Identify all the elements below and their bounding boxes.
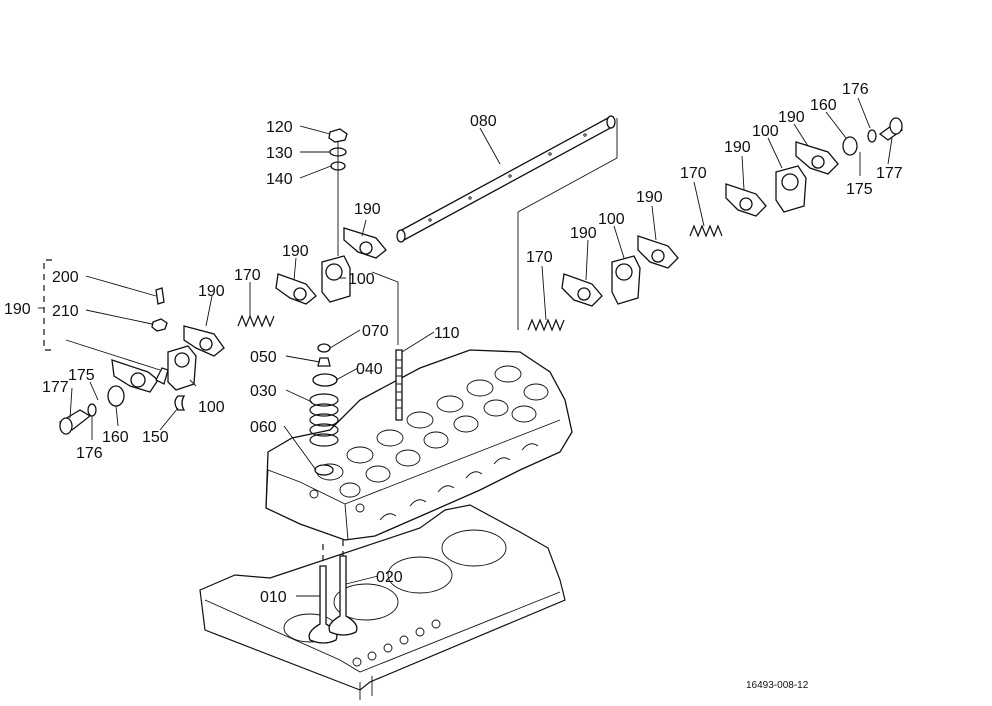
label-050: 050 (250, 349, 277, 366)
label-080: 080 (470, 113, 497, 130)
label-020: 020 (376, 569, 403, 586)
label-175-left: 175 (68, 367, 95, 384)
rocker-arm-right-3 (725, 183, 767, 217)
valve-spring-030 (309, 393, 339, 447)
rocker-arm-right-4 (795, 141, 839, 175)
label-170-right2: 170 (680, 165, 707, 182)
spring-pin-150 (174, 395, 186, 411)
assembly-guide-line (517, 118, 618, 330)
label-210: 210 (52, 303, 79, 320)
valve-guide-line (322, 540, 344, 566)
washer-160-right (842, 136, 858, 156)
assembly-guide-line (371, 271, 399, 345)
label-190-left2: 190 (198, 283, 225, 300)
cylinder-head (265, 349, 573, 541)
label-030: 030 (250, 383, 277, 400)
label-170-right1: 170 (526, 249, 553, 266)
label-190-left3: 190 (282, 243, 309, 260)
rocker-shaft (396, 115, 616, 243)
label-010: 010 (260, 589, 287, 606)
spring-seat-060 (314, 464, 334, 476)
label-130: 130 (266, 145, 293, 162)
valve-020 (328, 555, 358, 636)
rocker-bracket-right-2 (775, 165, 807, 213)
label-160-left: 160 (102, 429, 129, 446)
label-190-right3: 190 (724, 139, 751, 156)
washer-160-left (107, 385, 125, 407)
bolt-177-left (58, 409, 92, 435)
label-176-left: 176 (76, 445, 103, 462)
label-190-center: 190 (354, 201, 381, 218)
spring-right-1 (527, 318, 565, 332)
label-190-right2: 190 (636, 189, 663, 206)
label-190-group: 190 (4, 301, 31, 318)
label-120: 120 (266, 119, 293, 136)
washer-176-left (87, 403, 97, 417)
label-200: 200 (52, 269, 79, 286)
drawing-reference: 16493-008-12 (746, 680, 809, 691)
label-150: 150 (142, 429, 169, 446)
assembly-guide-line (65, 339, 161, 371)
spring-retainer-040 (312, 373, 338, 387)
label-140: 140 (266, 171, 293, 188)
label-190-right1: 190 (570, 225, 597, 242)
lock-nut-210 (151, 318, 168, 332)
rocker-bracket-left (167, 345, 197, 391)
label-100-right2: 100 (752, 123, 779, 140)
rocker-bracket-right-1 (611, 255, 641, 305)
leader-lines (38, 97, 893, 597)
rocker-bracket-center (321, 255, 351, 303)
label-160-right: 160 (810, 97, 837, 114)
label-175-right: 175 (846, 181, 873, 198)
label-110: 110 (434, 325, 460, 342)
label-177-left: 177 (42, 379, 69, 396)
label-177-right: 177 (876, 165, 903, 182)
assembly-group-bracket (43, 259, 52, 351)
label-040: 040 (356, 361, 383, 378)
label-100-center: 100 (348, 271, 375, 288)
rocker-arm-left-3 (275, 273, 317, 305)
bolt-177-right (878, 117, 904, 141)
label-170-left: 170 (234, 267, 261, 284)
label-190-right4: 190 (778, 109, 805, 126)
label-100-left: 100 (198, 399, 225, 416)
rocker-arm-left-1 (111, 359, 169, 393)
label-100-right1: 100 (598, 211, 625, 228)
label-070: 070 (362, 323, 389, 340)
label-060: 060 (250, 419, 277, 436)
washer-176-right (867, 129, 877, 143)
valve-stem-seal-070 (317, 343, 331, 353)
label-176-right: 176 (842, 81, 869, 98)
rocker-arm-right-1 (561, 273, 603, 307)
cylinder-block (199, 504, 566, 700)
rocker-arm-left-2 (183, 325, 225, 357)
rocker-arm-right-2 (637, 235, 679, 269)
spring-right-2 (689, 224, 723, 238)
rocker-arm-center (343, 227, 387, 259)
collet-050 (317, 357, 331, 367)
stud-110 (395, 349, 403, 421)
part-labels: 120 130 140 080 190 190 170 190 100 200 … (4, 81, 903, 691)
spring-left (237, 314, 275, 328)
adjust-screw-200 (155, 287, 165, 305)
